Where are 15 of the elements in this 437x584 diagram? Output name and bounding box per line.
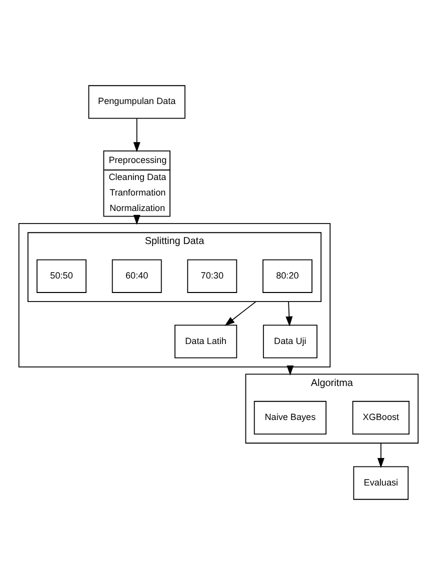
arrow <box>133 118 140 152</box>
node-box: 50:50 <box>36 258 86 292</box>
node-box: Pengumpulan Data <box>88 84 186 118</box>
node-box: Naive Bayes <box>254 400 326 434</box>
cluster <box>18 222 331 367</box>
arrow <box>224 300 256 326</box>
node-box: 70:30 <box>187 258 238 292</box>
arrow <box>377 442 384 468</box>
node-box: Evaluasi <box>353 466 409 500</box>
node-box: Data Latih <box>174 324 238 358</box>
node-box: 80:20 <box>262 258 312 292</box>
node-box: XGBoost <box>352 400 410 434</box>
node-box: 60:40 <box>112 258 162 292</box>
node-box: Data Uji <box>262 324 318 358</box>
arrow <box>286 300 293 326</box>
